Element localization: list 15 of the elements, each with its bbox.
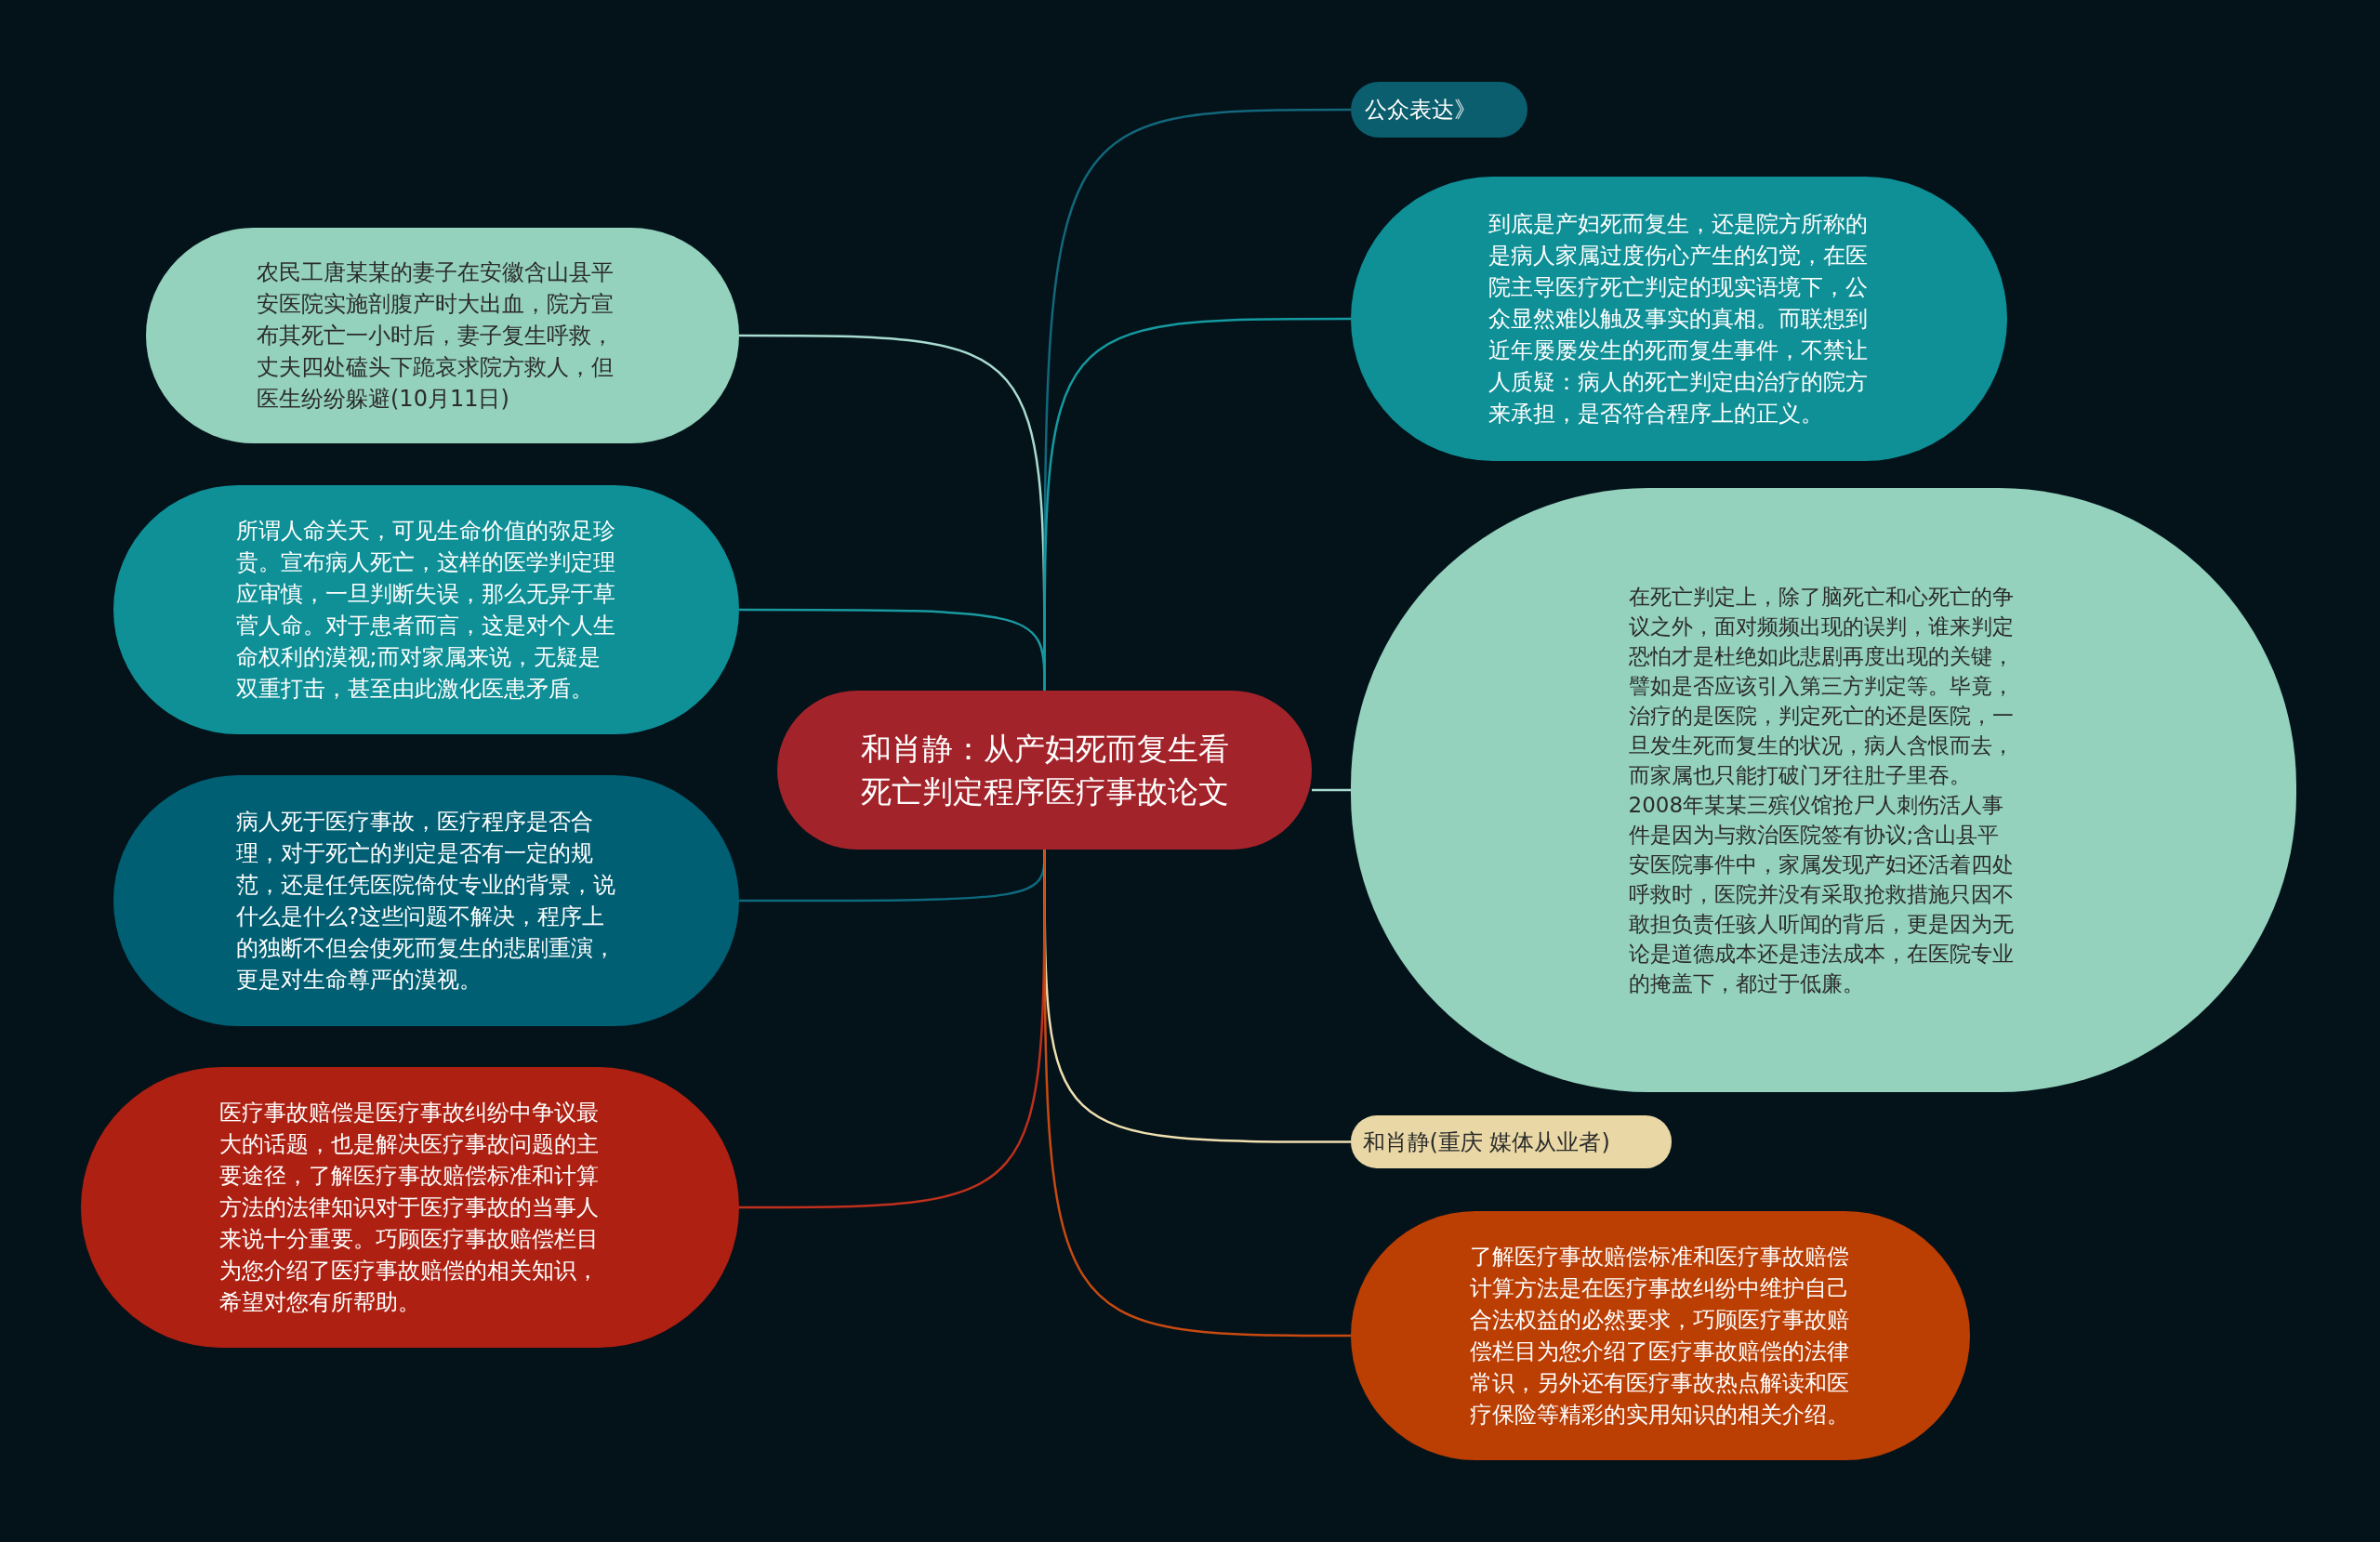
connector (1043, 317, 1351, 691)
connector (1312, 788, 1351, 792)
node-text: 和肖静(重庆 媒体从业者) (1362, 1127, 1611, 1157)
topic-text: 和肖静：从产妇死而复生看死亡判定程序医疗事故论文 (859, 729, 1230, 811)
node-text: 病人死于医疗事故，医疗程序是否合理，对于死亡的判定是否有一定的规范，还是任凭医院倚仗专业的背景，说什么是什么?这些问题不解决，程序上的独断不但会使死而复生的悲剧重演，更是对生命尊严的漠视。 (235, 808, 616, 995)
node-text: 医疗事故赔偿是医疗事故纠纷中争议最大的话题，也是解决医疗事故问题的主要途径，了解医疗事故赔偿标准和计算方法的法律知识对于医疗事故的当事人来说十分重要。巧顾医疗事故赔偿栏目为您介绍了医疗事故赔偿的相关知识，希望对您有所帮助。 (219, 1099, 600, 1317)
subtopic-node (1351, 1115, 1672, 1168)
connector (1043, 850, 1351, 1338)
node-text: 到底是产妇死而复生，还是院方所称的是病人家属过度伤心产生的幻觉，在医院主导医疗死亡判定的现实语境下，公众显然难以触及事实的真相。而联想到近年屡屡发生的死而复生事件，不禁让人质疑：病人的死亡判定由治疗的院方来承担，是否符合程序上的正义。 (1488, 210, 1869, 428)
node-text: 了解医疗事故赔偿标准和医疗事故赔偿计算方法是在医疗事故纠纷中维护自己合法权益的必然要求，巧顾医疗事故赔偿栏目为您介绍了医疗事故赔偿的法律常识，另外还有医疗事故热点解读和医疗保险等精彩的实用知识的相关介绍。 (1470, 1243, 1850, 1430)
node-text: 在死亡判定上，除了脑死亡和心死亡的争议之外，面对频频出现的误判，谁来判定恐怕才是杜绝如此悲剧再度出现的关键，譬如是否应该引入第三方判定等。毕竟，治疗的是医院，判定死亡的还是医院，一旦发生死而复生的状况，病人含恨而去，而家属也只能打破门牙往肚子里吞。2008年某某三殡仪馆抢尸人刺伤活人事件是因为与救治医院签有协议;含山县平安医院事件中，家属发现产妇还活着四处呼救时，医院并没有采取抢救措施只因不敢担负责任骇人听闻的背后，更是因为无论是道德成本还是违法成本，在医院专业的掩盖下，都过于低廉。 (1628, 584, 2015, 997)
node-text: 所谓人命关天，可见生命价值的弥足珍贵。宣布病人死亡，这样的医学判定理应审慎，一旦判断失误，那么无异于草菅人命。对于患者而言，这是对个人生命权利的漠视;而对家属来说，无疑是双重打击，甚至由此激化医患矛盾。 (235, 517, 616, 704)
node-text: 公众表达》 (1365, 96, 1477, 125)
node-text: 农民工唐某某的妻子在安徽含山县平安医院实施剖腹产时大出血，院方宣布其死亡一小时后，妻子复生呼救，丈夫四处磕头下跪哀求院方救人，但医生纷纷躲避(10月11日) (257, 258, 615, 414)
subtopic-node (1351, 82, 1527, 138)
